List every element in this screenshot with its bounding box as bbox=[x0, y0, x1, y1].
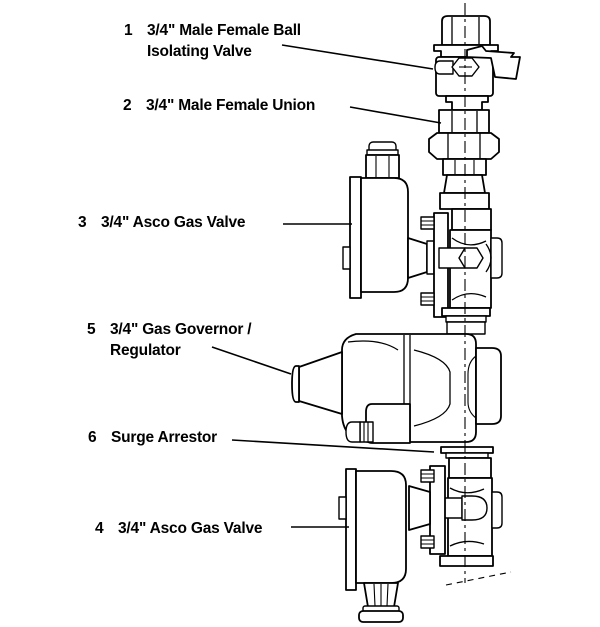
callout-4: 4 3/4" Asco Gas Valve bbox=[95, 518, 262, 539]
callout-text-line: 3/4" Male Female Ball bbox=[147, 22, 301, 39]
callout-text: 3/4" Asco Gas Valve bbox=[118, 518, 262, 539]
callout-text: 3/4" Asco Gas Valve bbox=[101, 212, 245, 233]
leader-line-1 bbox=[281, 44, 434, 70]
callout-number: 1 bbox=[124, 22, 133, 39]
leader-line-5 bbox=[211, 346, 292, 375]
callout-3: 3 3/4" Asco Gas Valve bbox=[78, 212, 245, 233]
leader-line-2 bbox=[349, 106, 442, 124]
callout-1: 1 3/4" Male Female Ball Isolating Valve bbox=[124, 20, 301, 62]
callout-number: 3 bbox=[78, 214, 87, 231]
callout-number: 6 bbox=[88, 429, 97, 446]
asco-gas-valve-upper-drawing bbox=[342, 141, 503, 323]
callout-6: 6 Surge Arrestor bbox=[88, 427, 217, 448]
union-nut bbox=[428, 132, 500, 160]
callout-text-line: 3/4" Asco Gas Valve bbox=[118, 520, 263, 537]
solenoid-canister-lower bbox=[338, 468, 407, 623]
callout-text: 3/4" Male Female Union bbox=[146, 95, 315, 116]
callout-number: 5 bbox=[87, 321, 96, 338]
callout-number: 2 bbox=[123, 97, 132, 114]
male-female-union-drawing bbox=[428, 109, 500, 210]
callout-text-line: 3/4" Male Female Union bbox=[146, 97, 316, 114]
section-dash-line bbox=[445, 571, 512, 586]
callout-leader-lines bbox=[211, 44, 442, 528]
callout-5: 5 3/4" Gas Governor / Regulator bbox=[87, 319, 252, 361]
flange-plate-lower bbox=[408, 465, 446, 555]
callout-text: 3/4" Male Female Ball Isolating Valve bbox=[147, 20, 301, 62]
callout-text-line: 3/4" Gas Governor / bbox=[110, 321, 252, 338]
surge-arrestor-drawing bbox=[345, 421, 374, 443]
callout-text-line: 3/4" Asco Gas Valve bbox=[101, 214, 246, 231]
regulator-spout bbox=[298, 351, 343, 415]
asco-gas-valve-lower-drawing bbox=[338, 457, 503, 623]
solenoid-canister-upper bbox=[342, 141, 435, 299]
valve-body-upper bbox=[438, 208, 503, 323]
callout-text: Surge Arrestor bbox=[111, 427, 217, 448]
valve-body-lower bbox=[437, 457, 503, 567]
callout-number: 4 bbox=[95, 520, 104, 537]
callout-text-line: Surge Arrestor bbox=[111, 429, 218, 446]
callout-text: 3/4" Gas Governor / Regulator bbox=[110, 319, 252, 361]
gas-governor-regulator-drawing bbox=[291, 321, 502, 459]
valve-handle bbox=[466, 45, 521, 80]
callout-text-line: Isolating Valve bbox=[147, 43, 252, 60]
ball-isolating-valve-drawing bbox=[433, 15, 521, 111]
callout-text-line: Regulator bbox=[110, 342, 181, 359]
callout-2: 2 3/4" Male Female Union bbox=[123, 95, 315, 116]
leader-line-6 bbox=[231, 439, 435, 453]
